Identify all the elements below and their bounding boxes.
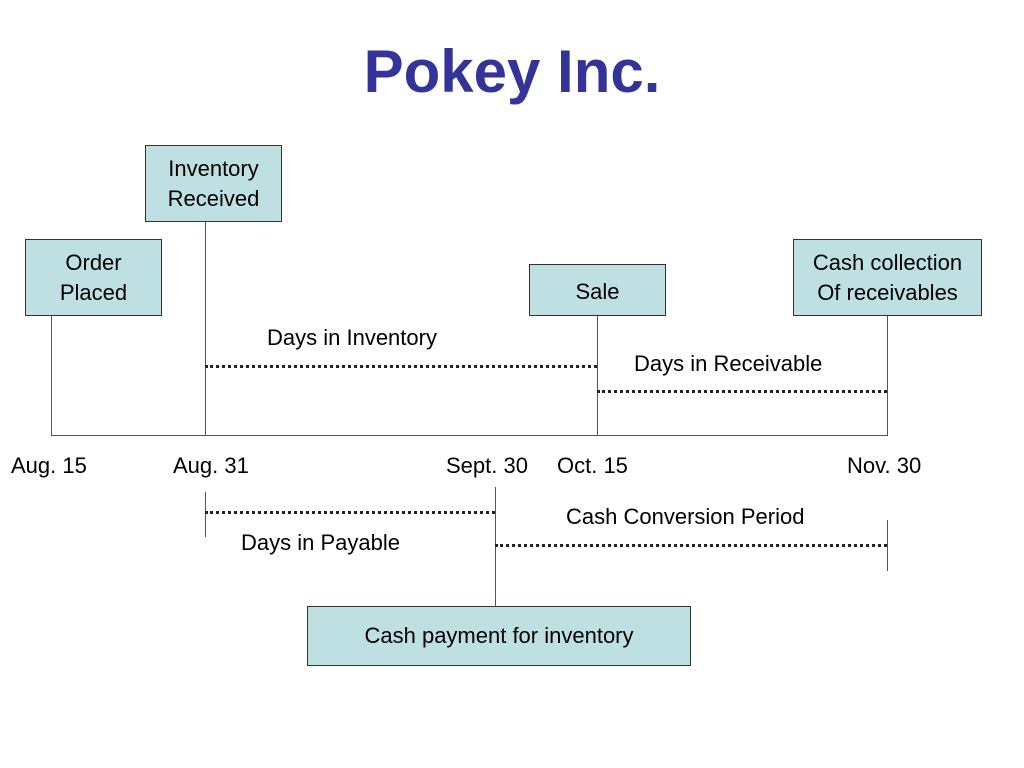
inventory-received-line-2: Received <box>167 185 260 211</box>
cash-collection-connector <box>887 316 888 435</box>
timeline-axis <box>51 435 888 436</box>
cash-payment-box: Cash payment for inventory <box>307 606 691 666</box>
date-oct-15: Oct. 15 <box>557 453 628 478</box>
cash-conversion-period-span <box>495 544 887 547</box>
cash-conversion-period-label: Cash Conversion Period <box>566 504 805 529</box>
date-sept-30: Sept. 30 <box>446 453 528 478</box>
order-placed-connector <box>51 316 52 435</box>
order-placed-box: Order Placed <box>25 239 162 316</box>
inventory-received-box: Inventory Received <box>145 145 282 222</box>
cash-payment-label: Cash payment for inventory <box>364 623 634 648</box>
order-placed-line-2: Placed <box>59 279 128 305</box>
sale-label: Sale <box>575 279 620 304</box>
days-in-inventory-label: Days in Inventory <box>267 325 437 350</box>
page-title: Pokey Inc. <box>363 38 661 105</box>
date-aug-15: Aug. 15 <box>11 453 87 478</box>
order-placed-line-1: Order <box>65 249 122 275</box>
days-in-receivable-span <box>597 390 887 393</box>
sale-box: Sale <box>529 264 666 316</box>
sale-connector <box>597 316 598 435</box>
days-in-receivable-label: Days in Receivable <box>634 351 823 376</box>
date-nov-30: Nov. 30 <box>847 453 922 478</box>
date-aug-31: Aug. 31 <box>173 453 249 478</box>
days-in-payable-span <box>205 511 495 514</box>
days-in-payable-label: Days in Payable <box>241 530 400 555</box>
payable-start-tick <box>205 492 206 537</box>
inventory-received-connector <box>205 222 206 435</box>
cash-collection-line-1: Cash collection <box>812 249 963 275</box>
conversion-end-tick <box>887 520 888 571</box>
days-in-inventory-span <box>205 365 597 368</box>
cash-collection-box: Cash collection Of receivables <box>793 239 982 316</box>
inventory-received-line-1: Inventory <box>168 155 259 181</box>
cash-collection-line-2: Of receivables <box>817 279 958 305</box>
